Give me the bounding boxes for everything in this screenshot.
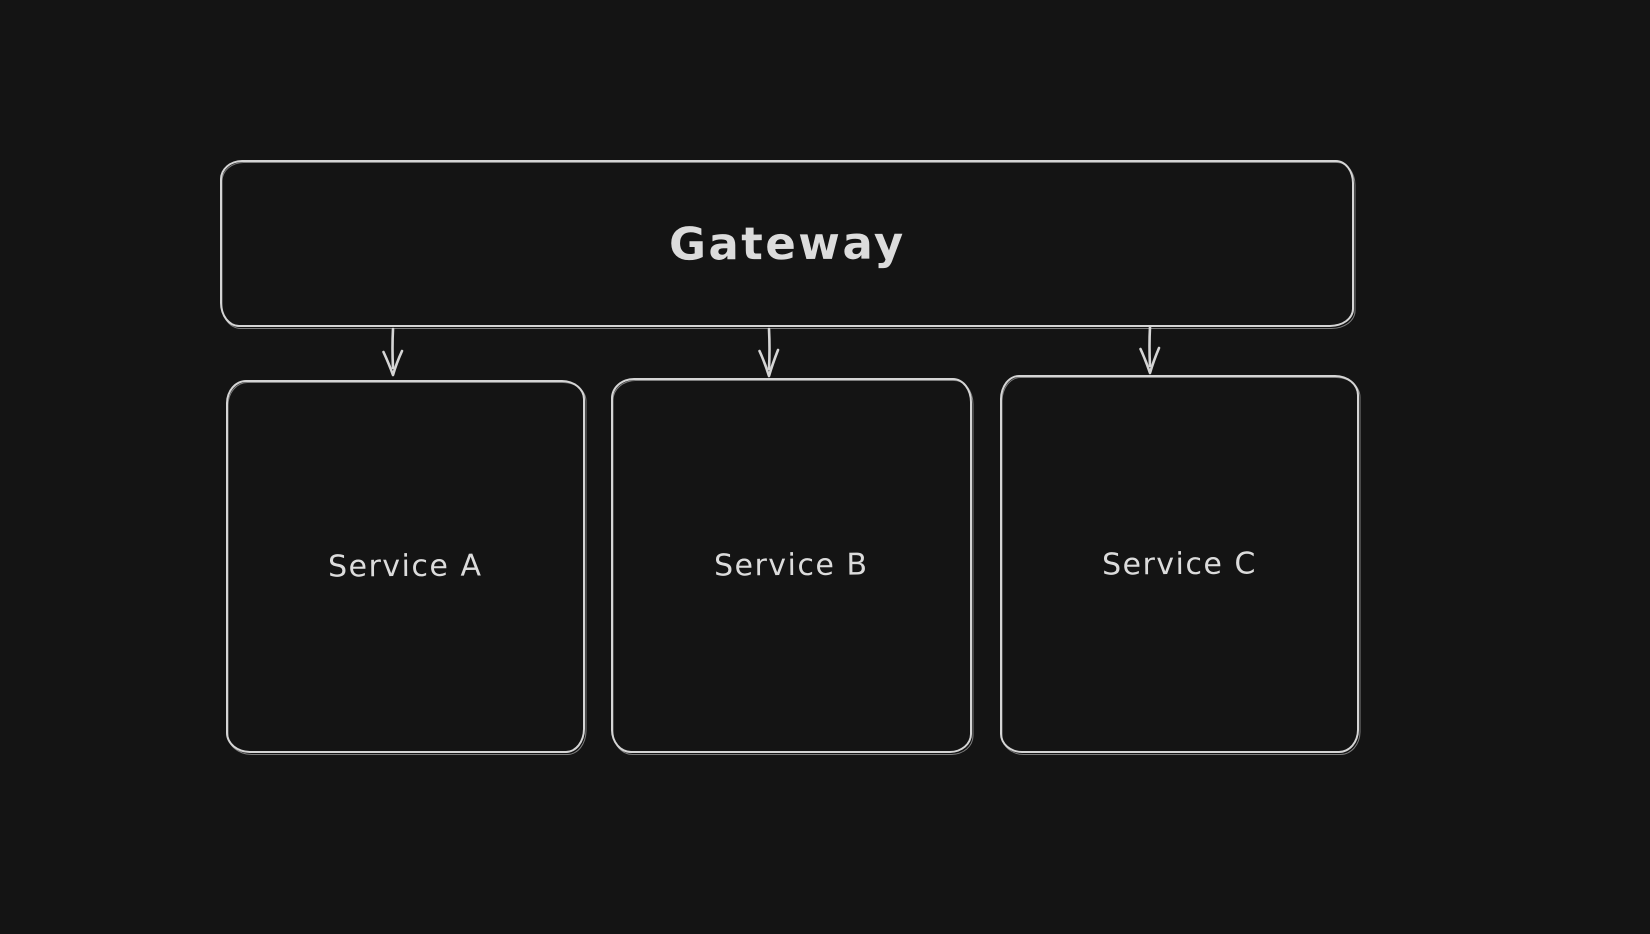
edge-arrow-gateway-to-service-b (758, 327, 780, 378)
node-gateway: Gateway (220, 160, 1354, 327)
node-service-b: Service B (611, 378, 972, 753)
node-service-a-label: Service A (328, 548, 483, 585)
node-service-c: Service C (1000, 375, 1359, 753)
node-service-b-label: Service B (714, 547, 869, 584)
node-gateway-label: Gateway (668, 216, 906, 271)
node-service-c-label: Service C (1101, 545, 1258, 583)
node-service-a: Service A (226, 380, 585, 753)
edge-arrow-gateway-to-service-c (1139, 325, 1161, 375)
edge-arrow-gateway-to-service-a (382, 327, 404, 377)
